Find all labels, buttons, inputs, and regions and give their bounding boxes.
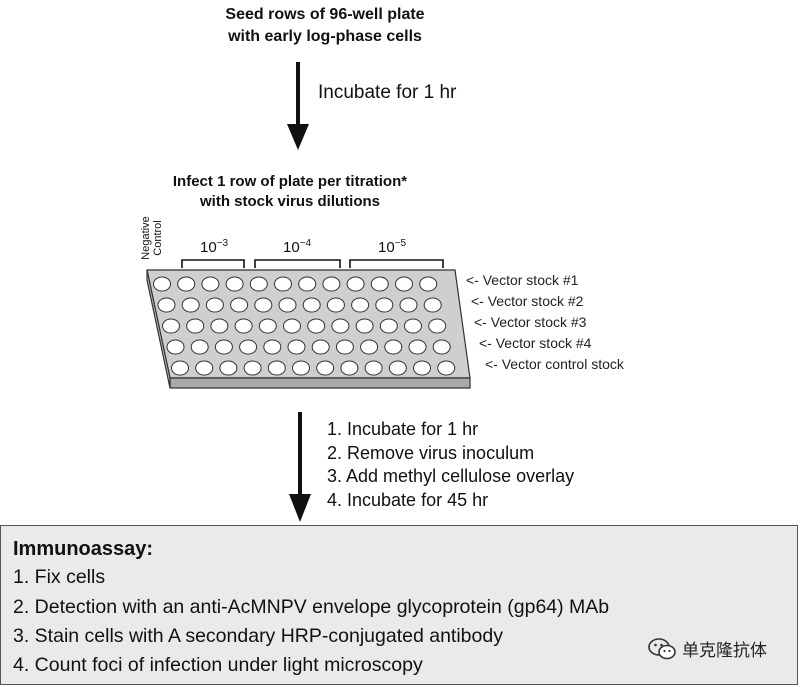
plate-well <box>298 276 317 292</box>
bracket-1e-3 <box>181 259 245 268</box>
plate-well <box>267 360 286 376</box>
step-item: 3. Add methyl cellulose overlay <box>327 466 575 486</box>
plate-well <box>335 339 354 355</box>
plate-well <box>360 339 379 355</box>
plate-well <box>243 360 262 376</box>
immunoassay-item: 1. Fix cells <box>13 566 106 588</box>
plate-well <box>177 276 196 292</box>
plate-well <box>370 276 389 292</box>
plate-well <box>375 297 394 313</box>
plate-well <box>283 318 301 334</box>
plate-well <box>171 360 189 376</box>
plate-well <box>307 318 326 334</box>
dilution-label-1: 10−3 <box>200 238 229 256</box>
plate-well <box>214 339 233 355</box>
seed-plate-title: Seed rows of 96-well plate with early lo… <box>150 4 500 48</box>
plate-well <box>258 318 277 334</box>
plate-well <box>399 297 418 313</box>
plate-well <box>384 339 403 355</box>
plate-well <box>331 318 350 334</box>
step-item: 2. Remove virus inoculum <box>327 442 535 463</box>
plate-well <box>274 276 292 292</box>
dilution-brackets <box>181 259 444 268</box>
plate-well <box>437 360 456 376</box>
row-label-3: <- Vector stock #3 <box>474 314 587 330</box>
incubate-1hr-label: Incubate for 1 hr <box>318 82 457 103</box>
row-label-4: <- Vector stock #4 <box>479 335 592 351</box>
plate-well <box>423 297 442 313</box>
plate-well <box>190 339 209 355</box>
immunoassay-item: 3. Stain cells with A secondary HRP-conj… <box>13 625 503 647</box>
bracket-1e-5 <box>349 259 444 268</box>
watermark-text: 单克隆抗体 <box>682 641 767 660</box>
plate-well <box>404 318 422 334</box>
watermark: 单克隆抗体 <box>648 636 767 661</box>
plate-well <box>186 318 205 334</box>
infect-plate-title-line1: Infect 1 row of plate per titration* <box>172 173 408 190</box>
plate-well <box>263 339 282 355</box>
plate-well <box>419 276 438 292</box>
plate-well <box>278 297 297 313</box>
plate-well <box>379 318 398 334</box>
plate-well <box>292 360 310 376</box>
plate-well <box>388 360 407 376</box>
plate-well <box>157 297 176 313</box>
well-plate <box>146 269 471 389</box>
plate-well <box>225 276 244 292</box>
step-item: 4. Incubate for 45 hr <box>327 489 489 510</box>
plate-well <box>395 276 413 292</box>
plate-well <box>287 339 306 355</box>
plate-well <box>355 318 374 334</box>
plate-well <box>326 297 345 313</box>
immunoassay-item: 2. Detection with an anti-AcMNPV envelop… <box>13 596 610 618</box>
plate-well <box>201 276 220 292</box>
plate-well <box>230 297 249 313</box>
plate-well <box>219 360 238 376</box>
dilution-label-3: 10−5 <box>378 238 407 256</box>
plate-well <box>181 297 200 313</box>
plate-well <box>254 297 273 313</box>
plate-well <box>413 360 431 376</box>
incubation-steps: 1. Incubate for 1 hr 2. Remove virus ino… <box>327 418 574 512</box>
plate-wells <box>153 276 456 376</box>
plate-well <box>195 360 214 376</box>
plate-well <box>239 339 258 355</box>
plate-well <box>316 360 335 376</box>
row-label-1: <- Vector stock #1 <box>466 272 579 288</box>
immunoassay-heading: Immunoassay: <box>13 538 154 560</box>
plate-well <box>166 339 185 355</box>
plate-well <box>364 360 383 376</box>
negative-control-label: Negative Control <box>140 216 164 260</box>
plate-well <box>408 339 427 355</box>
arrow-down-2 <box>289 412 311 522</box>
row-label-5: <- Vector control stock <box>485 356 624 372</box>
wechat-icon <box>648 637 676 659</box>
seed-plate-title-line1: Seed rows of 96-well plate <box>225 6 425 23</box>
plate-well <box>346 276 365 292</box>
infect-plate-title: Infect 1 row of plate per titration* wit… <box>120 172 460 212</box>
plate-well <box>205 297 224 313</box>
plate-well <box>311 339 330 355</box>
plate-well <box>302 297 321 313</box>
plate-well <box>210 318 229 334</box>
immunoassay-item: 4. Count foci of infection under light m… <box>13 654 423 676</box>
immunoassay-box: Immunoassay: 1. Fix cells 2. Detection w… <box>0 525 798 685</box>
plate-well <box>432 339 451 355</box>
plate-well <box>351 297 370 313</box>
plate-well <box>153 276 171 292</box>
bracket-1e-4 <box>254 259 341 268</box>
plate-well <box>428 318 447 334</box>
dilution-label-2: 10−4 <box>283 238 312 256</box>
plate-well <box>249 276 268 292</box>
arrow-down-1 <box>287 62 309 150</box>
infect-plate-title-line2: with stock virus dilutions <box>199 193 381 210</box>
seed-plate-title-line2: with early log-phase cells <box>228 28 422 45</box>
row-label-2: <- Vector stock #2 <box>471 293 584 309</box>
plate-well <box>162 318 180 334</box>
plate-well <box>340 360 359 376</box>
plate-well <box>234 318 253 334</box>
step-item: 1. Incubate for 1 hr <box>327 419 479 439</box>
plate-well <box>322 276 341 292</box>
